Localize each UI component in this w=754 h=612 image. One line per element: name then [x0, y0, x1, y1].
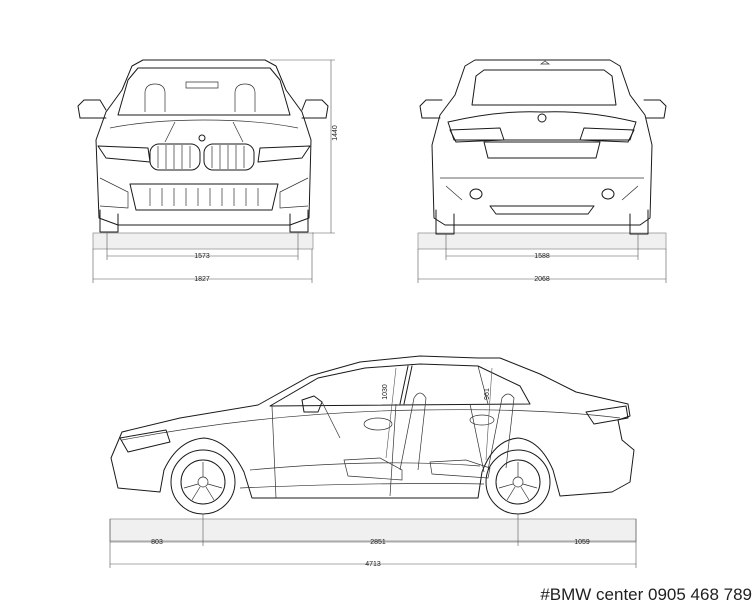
rear-headroom-label: 961 — [484, 388, 491, 400]
wheelbase-label: 2851 — [370, 539, 386, 546]
rear-view — [417, 59, 667, 283]
front-ground-band — [92, 232, 314, 250]
front-view — [77, 59, 335, 283]
rear-track-label: 1588 — [534, 253, 550, 260]
front-headroom-label: 1030 — [382, 384, 389, 400]
rear-overhang-label: 1059 — [574, 539, 590, 546]
front-track-label: 1573 — [194, 253, 210, 260]
front-width-label: 1827 — [194, 276, 210, 283]
length-label: 4713 — [365, 561, 381, 568]
width-with-mirrors-label: 2068 — [534, 276, 550, 283]
rear-ground-band — [417, 232, 667, 250]
front-overhang-label: 803 — [151, 539, 163, 546]
side-view — [109, 355, 637, 568]
watermark-text: #BMW center 0905 468 789 — [540, 585, 752, 604]
side-ground-band — [109, 518, 637, 542]
height-label: 1440 — [332, 125, 339, 141]
